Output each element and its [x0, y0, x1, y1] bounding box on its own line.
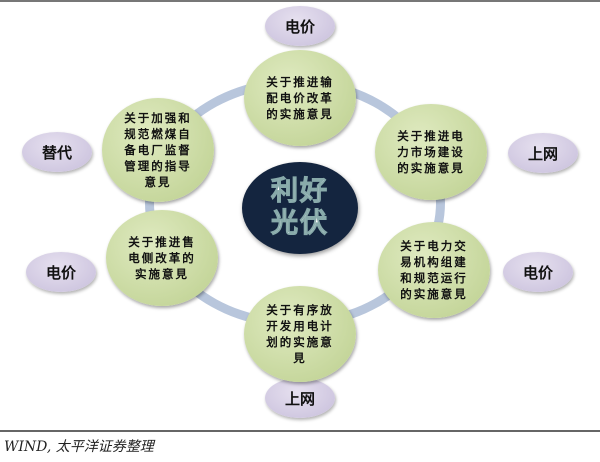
node-coal-captive-plants: 关于加强和规范燃煤自备电厂监督管理的指导意見: [102, 98, 214, 202]
node-trading-institutions: 关于电力交易机构组建和规范运行的实施意見: [378, 222, 490, 318]
tag-bottom: 上网: [265, 378, 335, 418]
node-text: 关于推进输配电价改革的实施意見: [266, 75, 334, 121]
node-power-market: 关于推进电力市场建设的实施意見: [375, 104, 487, 200]
tag-lower-left: 电价: [26, 252, 96, 292]
footer-divider: [0, 430, 600, 432]
tag-upper-right: 上网: [508, 133, 578, 173]
node-text: 关于推进售电侧改革的实施意見: [128, 235, 196, 281]
tag-top: 电价: [265, 6, 335, 46]
node-text: 关于电力交易机构组建和规范运行的实施意見: [400, 239, 468, 301]
center-label: 利好光伏: [271, 176, 329, 240]
node-text: 关于有序放开发用电计划的实施意見: [266, 303, 334, 365]
source-note: WIND, 太平洋证券整理: [4, 439, 154, 455]
node-generation-plan: 关于有序放开发用电计划的实施意見: [244, 286, 356, 382]
node-text: 关于推进电力市场建设的实施意見: [397, 129, 465, 175]
node-text: 关于加强和规范燃煤自备电厂监督管理的指导意見: [124, 111, 192, 189]
top-divider: [0, 0, 600, 2]
node-retail-reform: 关于推进售电侧改革的实施意見: [106, 210, 218, 306]
node-transmission-pricing: 关于推进输配电价改革的实施意見: [244, 50, 356, 146]
center-hub: 利好光伏: [242, 162, 358, 254]
tag-upper-left: 替代: [22, 132, 92, 172]
tag-lower-right: 电价: [503, 252, 573, 292]
